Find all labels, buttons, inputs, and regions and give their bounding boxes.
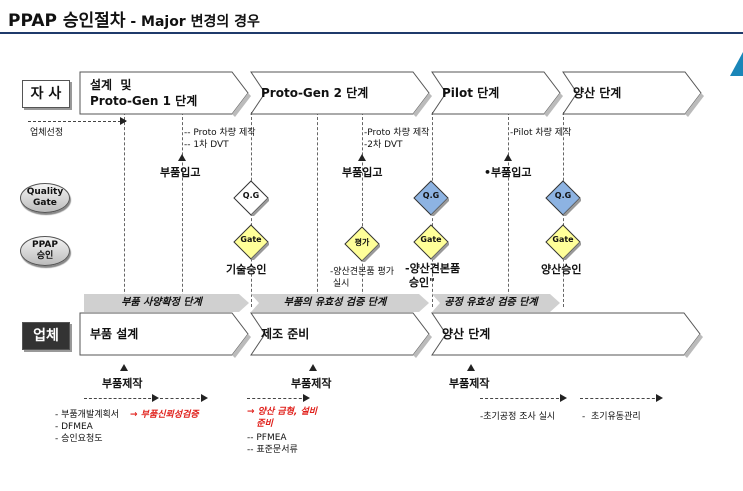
- qg-label: Q.G: [422, 191, 440, 200]
- timeline-3: [247, 398, 307, 399]
- band-1-label: 부품 사양확정 단계: [121, 297, 202, 308]
- qg-label: Q.G: [242, 191, 260, 200]
- proto1-note: -- Proto 차량 제작 -- 1차 DVT: [184, 128, 256, 150]
- arrow-right-icon: [201, 394, 208, 402]
- qg-diamond-1: Q.G: [233, 180, 269, 216]
- up-arrow-icon: [120, 364, 128, 371]
- guide-line: [362, 112, 363, 307]
- prep-red-note: → 양산 금형, 설비 준비: [247, 407, 318, 429]
- make-2: 부품제작: [291, 377, 332, 390]
- design-list: - 부품개발계획서 - DFMEA - 승인요청도: [55, 410, 120, 444]
- up-arrow-icon: [309, 364, 317, 371]
- title-divider: [0, 32, 743, 34]
- sample-approval: -양산견본품 승인": [405, 262, 461, 289]
- up-arrow-icon: [178, 154, 186, 161]
- initial-check: -초기공정 조사 실시: [480, 412, 556, 422]
- guide-line: [317, 112, 318, 307]
- pilot-note: -Pilot 차량 제작: [510, 128, 572, 138]
- company-stage-4: 양산 단계: [562, 71, 704, 117]
- gate-diamond-1: Gate: [233, 224, 269, 260]
- band-2-label: 부품의 유효성 검증 단계: [283, 297, 387, 308]
- arrow-right-icon: [303, 394, 310, 402]
- make-1: 부품제작: [102, 377, 143, 390]
- ppap-approval-label: PPAP 승인: [20, 236, 70, 266]
- arrow-right-icon: [656, 394, 663, 402]
- up-arrow-icon: [504, 154, 512, 161]
- tech-approval: 기술승인: [226, 263, 267, 276]
- band-3: 공정 유효성 검증 단계: [432, 294, 560, 312]
- qg-diamond-2: Q.G: [413, 180, 449, 216]
- timeline-2: [160, 398, 205, 399]
- supplier-stage-1: 부품 설계: [79, 312, 251, 358]
- gate-label: Gate: [240, 235, 262, 244]
- gate-diamond-2: Gate: [413, 224, 449, 260]
- parts-in-2: 부품입고: [342, 166, 383, 179]
- company-row-label: 자 사: [22, 80, 70, 108]
- company-stage-1-label: 설계 및 Proto-Gen 1 단계: [90, 78, 198, 108]
- parts-in-3: •부품입고: [484, 166, 532, 179]
- gate-label: Gate: [552, 235, 574, 244]
- guide-line: [124, 112, 125, 307]
- parts-in-1: 부품입고: [160, 166, 201, 179]
- guide-line: [182, 112, 183, 307]
- selection-line: [28, 121, 126, 122]
- sample-eval: -양산견본품 평가 실시: [330, 267, 395, 289]
- mass-approval: 양산승인: [541, 263, 582, 276]
- supplier-row-label: 업체: [22, 322, 70, 350]
- company-stage-4-label: 양산 단계: [573, 86, 622, 100]
- supplier-select-note: 업체선정: [30, 128, 64, 138]
- design-red-note: → 부품신뢰성검증: [130, 410, 199, 420]
- make-3: 부품제작: [449, 377, 490, 390]
- gate-diamond-3: Gate: [545, 224, 581, 260]
- band-3-label: 공정 유효성 검증 단계: [444, 297, 538, 308]
- qg-diamond-3: Q.G: [545, 180, 581, 216]
- quality-gate-label: Quality Gate: [20, 183, 70, 213]
- qg-label: Q.G: [554, 191, 572, 200]
- arrow-right-icon: [120, 117, 127, 125]
- timeline-4: [480, 398, 564, 399]
- eval-label: 평가: [354, 238, 370, 247]
- company-stage-1: 설계 및 Proto-Gen 1 단계: [79, 71, 251, 117]
- title-main: PPAP 승인절차: [8, 11, 126, 31]
- up-arrow-icon: [358, 154, 366, 161]
- page-title: PPAP 승인절차 - Major 변경의 경우: [8, 6, 260, 31]
- supplier-stage-1-label: 부품 설계: [90, 327, 139, 341]
- arrow-right-icon: [152, 394, 159, 402]
- company-stage-2: Proto-Gen 2 단계: [250, 71, 432, 117]
- prep-list: -- PFMEA -- 표준문서류: [247, 433, 298, 455]
- timeline-1: [84, 398, 156, 399]
- initial-mgmt: - 초기유동관리: [582, 412, 641, 422]
- up-arrow-icon: [467, 364, 475, 371]
- supplier-stage-2-label: 제조 준비: [261, 327, 310, 341]
- guide-line: [508, 112, 509, 307]
- supplier-stage-3-label: 양산 단계: [442, 327, 491, 341]
- timeline-5: [580, 398, 660, 399]
- corner-decoration: [730, 52, 743, 76]
- title-sub: - Major 변경의 경우: [125, 14, 260, 30]
- band-1: 부품 사양확정 단계: [84, 294, 249, 312]
- company-stage-3-label: Pilot 단계: [442, 86, 500, 100]
- company-stage-2-label: Proto-Gen 2 단계: [261, 86, 369, 100]
- eval-diamond: 평가: [344, 226, 380, 262]
- gate-label: Gate: [420, 235, 442, 244]
- arrow-right-icon: [560, 394, 567, 402]
- band-2: 부품의 유효성 검증 단계: [251, 294, 429, 312]
- proto2-note: -Proto 차량 제작 -2차 DVT: [364, 128, 430, 150]
- supplier-stage-3: 양산 단계: [431, 312, 703, 358]
- supplier-stage-2: 제조 준비: [250, 312, 432, 358]
- company-stage-3: Pilot 단계: [431, 71, 563, 117]
